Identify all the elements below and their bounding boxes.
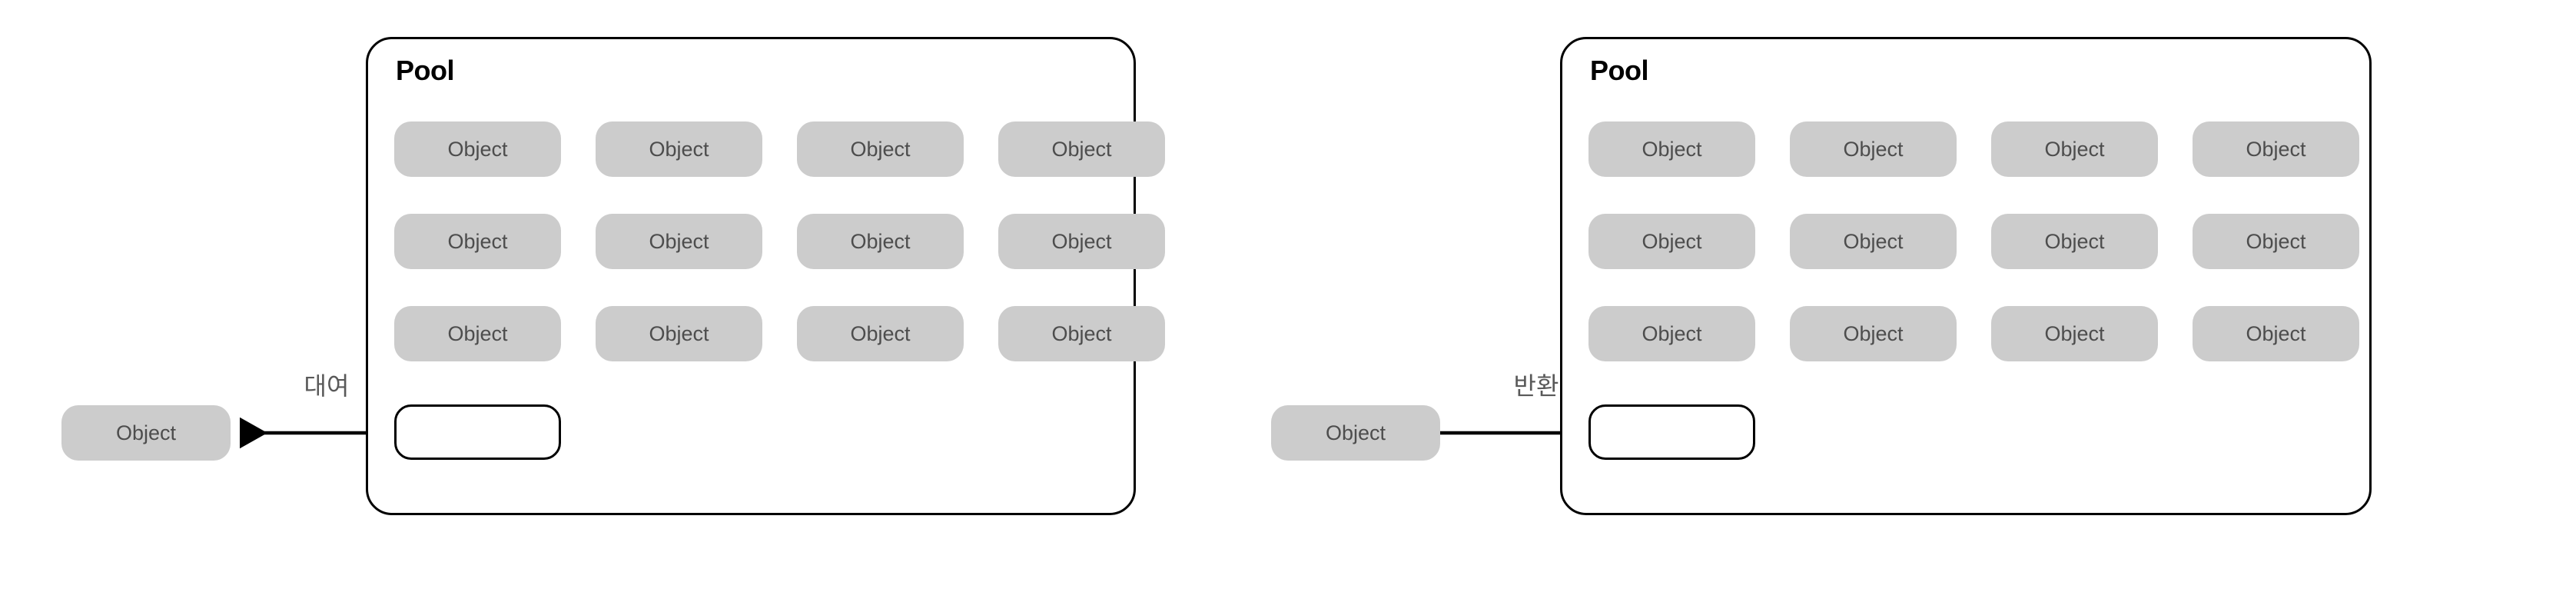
- pool-object[interactable]: Object: [1588, 306, 1755, 361]
- pool-title-return: Pool: [1590, 55, 1649, 86]
- pool-object[interactable]: Object: [1790, 121, 1957, 177]
- pool-return: Pool Object Object Object Object Object …: [1560, 37, 2372, 515]
- external-object-rent[interactable]: Object: [61, 405, 231, 461]
- pool-object[interactable]: Object: [998, 306, 1165, 361]
- pool-object[interactable]: Object: [394, 214, 561, 269]
- pool-object[interactable]: Object: [797, 121, 964, 177]
- pool-object[interactable]: Object: [1991, 121, 2158, 177]
- pool-empty-slot-return[interactable]: [1588, 404, 1755, 460]
- pool-object[interactable]: Object: [797, 214, 964, 269]
- pool-object[interactable]: Object: [1790, 214, 1957, 269]
- external-object-return[interactable]: Object: [1271, 405, 1440, 461]
- pool-title-rent: Pool: [396, 55, 455, 86]
- pool-object[interactable]: Object: [596, 214, 762, 269]
- pool-object[interactable]: Object: [998, 214, 1165, 269]
- arrow-label-return: 반환: [1513, 372, 1559, 400]
- pool-object[interactable]: Object: [1991, 306, 2158, 361]
- pool-object[interactable]: Object: [2193, 214, 2359, 269]
- pool-object[interactable]: Object: [596, 306, 762, 361]
- pool-object[interactable]: Object: [1991, 214, 2158, 269]
- pool-object[interactable]: Object: [2193, 306, 2359, 361]
- pool-object[interactable]: Object: [1588, 214, 1755, 269]
- pool-object[interactable]: Object: [394, 306, 561, 361]
- pool-object[interactable]: Object: [394, 121, 561, 177]
- pool-object[interactable]: Object: [596, 121, 762, 177]
- arrow-label-rent: 대여: [304, 372, 350, 400]
- pool-object[interactable]: Object: [797, 306, 964, 361]
- pool-object[interactable]: Object: [2193, 121, 2359, 177]
- pool-object[interactable]: Object: [998, 121, 1165, 177]
- pool-object[interactable]: Object: [1588, 121, 1755, 177]
- pool-empty-slot-rent[interactable]: [394, 404, 561, 460]
- pool-rent: Pool Object Object Object Object Object …: [366, 37, 1165, 515]
- pool-object[interactable]: Object: [1790, 306, 1957, 361]
